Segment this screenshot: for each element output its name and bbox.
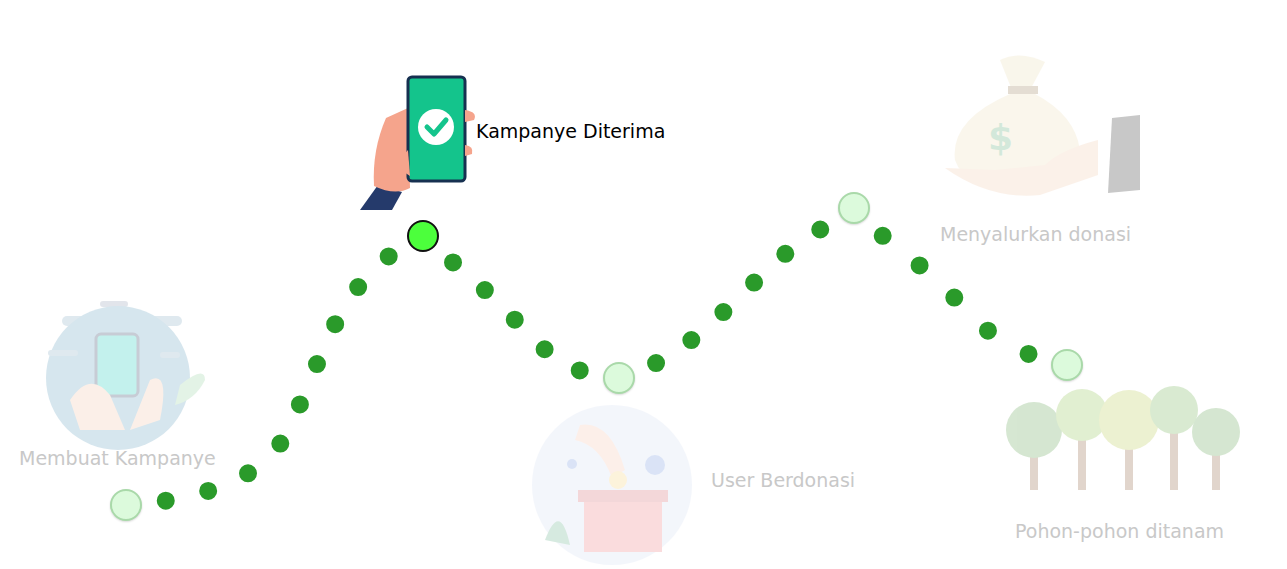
milestone-label: Kampanye Diterima <box>476 119 665 143</box>
donation-illustration <box>532 405 692 565</box>
milestone-circle: Kampanye Diterima <box>407 220 439 252</box>
trees-illustration <box>1006 386 1240 490</box>
milestone-label: Pohon-pohon ditanam <box>1015 519 1224 543</box>
milestone-circle: Menyalurkan donasi <box>838 192 870 224</box>
milestone-label: User Berdonasi <box>711 468 855 492</box>
milestone-label: Menyalurkan donasi <box>940 222 1131 246</box>
phone-hand-illustration <box>360 77 475 210</box>
campaign-illustration <box>46 301 205 450</box>
dotted-connector <box>435 247 603 375</box>
dotted-connector <box>634 217 841 372</box>
grey-block <box>1108 115 1140 193</box>
money-bag-illustration: $ <box>945 55 1098 195</box>
milestone-circle: Pohon-pohon ditanam <box>1051 349 1083 381</box>
milestone-circle: User Berdonasi <box>603 362 635 394</box>
svg-text:$: $ <box>988 117 1013 158</box>
milestone-label: Membuat Kampanye <box>19 446 216 470</box>
milestone-circle: Membuat Kampanye <box>110 489 142 521</box>
